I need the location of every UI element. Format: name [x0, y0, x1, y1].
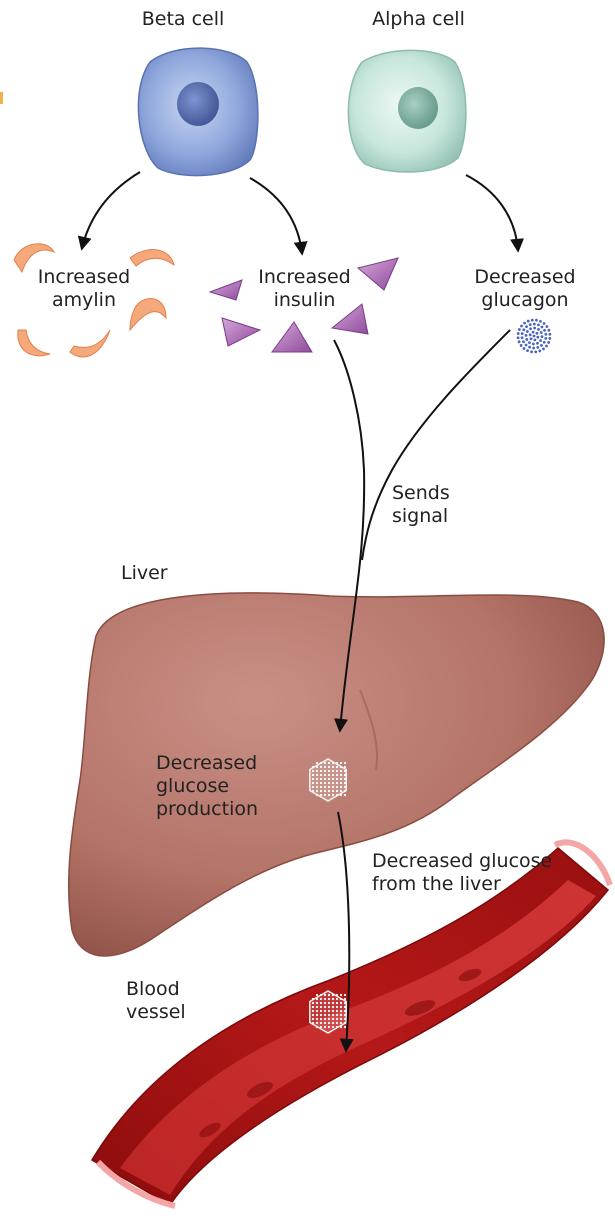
beta-nucleus: [177, 82, 219, 126]
arrow-alpha-to-glucagon: [466, 175, 518, 250]
edge-mark: [0, 92, 3, 104]
sends-signal-label: Sends signal: [392, 482, 482, 528]
liver-label: Liver: [121, 562, 201, 585]
arrow-beta-to-insulin: [250, 178, 302, 253]
glucagon-molecule: [517, 319, 552, 354]
decreased-glucagon-label: Decreased glucagon: [462, 266, 588, 312]
increased-amylin-label: Increased amylin: [24, 266, 144, 312]
alpha-cell-label: Alpha cell: [356, 8, 481, 31]
decreased-glucose-production-label: Decreased glucose production: [156, 752, 296, 821]
alpha-cell: [348, 50, 465, 172]
decreased-glucose-from-liver-label: Decreased glucose from the liver: [372, 850, 597, 896]
beta-cell: [138, 48, 257, 175]
alpha-nucleus: [398, 87, 438, 129]
arrow-beta-to-amylin: [82, 172, 140, 248]
blood-vessel-label: Blood vessel: [126, 978, 216, 1024]
increased-insulin-label: Increased insulin: [247, 266, 362, 312]
beta-cell-label: Beta cell: [128, 8, 238, 31]
